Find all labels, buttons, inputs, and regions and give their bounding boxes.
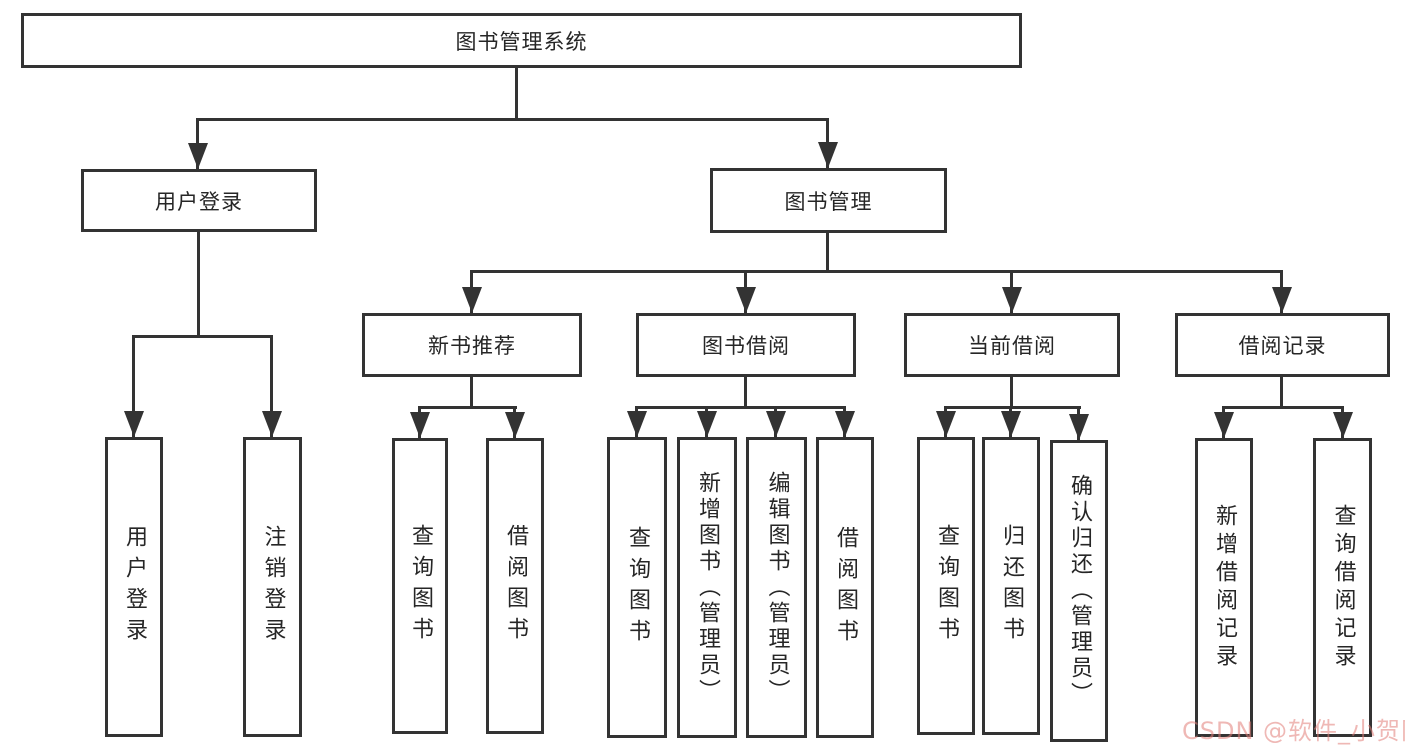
connector-arrow-line [270,335,273,437]
node-label: 借阅图书 [503,524,528,648]
leaf-add-book-admin: 新增图书（管理员） [677,437,737,738]
arrow-down-icon [627,411,647,437]
arrow-down-icon [835,411,855,437]
leaf-query-book-3: 查询图书 [917,437,975,735]
node-label: 图书借阅 [702,334,790,358]
arrow-down-icon [505,412,525,438]
connector-borrowrecord-bus [1222,406,1344,409]
connector-userlogin-drop [197,232,200,338]
node-label: 查询图书 [934,524,959,648]
node-current-borrow: 当前借阅 [904,313,1120,377]
node-label: 借阅记录 [1238,334,1327,358]
connector-arrow-line [132,335,135,437]
arrow-down-icon [410,412,430,438]
connector-level2-bus [197,118,829,121]
node-label: 图书管理系统 [455,29,588,54]
arrow-down-icon [697,411,717,437]
arrow-down-icon [1333,412,1353,438]
node-label: 用户登录 [122,525,147,649]
arrow-down-icon [766,411,786,437]
connector-newbook-bus [418,406,517,409]
node-label: 新书推荐 [428,334,516,358]
arrow-down-icon [124,411,144,437]
arrow-down-icon [736,287,756,313]
connector-bookborrow-bus [635,406,846,409]
node-label: 编辑图书（管理员） [764,470,790,705]
leaf-query-book-1: 查询图书 [392,438,448,734]
node-user-login: 用户登录 [81,169,317,232]
arrow-down-icon [818,142,838,168]
arrow-down-icon [1272,287,1292,313]
node-label: 注销登录 [260,525,286,649]
arrow-down-icon [262,411,282,437]
arrow-down-icon [1069,414,1089,440]
node-label: 新增图书（管理员） [695,470,720,705]
leaf-logout: 注销登录 [243,437,302,737]
node-label: 图书管理 [784,189,873,214]
connector-newbook-drop [470,377,473,408]
node-borrow-record: 借阅记录 [1175,313,1390,377]
leaf-add-borrow-record: 新增借阅记录 [1195,438,1253,737]
arrow-down-icon [188,143,208,169]
leaf-return-book: 归还图书 [982,437,1040,735]
leaf-borrow-book-1: 借阅图书 [486,438,544,734]
node-label: 新增借阅记录 [1212,503,1237,672]
connector-bookmgmt-drop [826,233,829,272]
csdn-watermark: CSDN @软件_小贺同学 [1182,717,1405,745]
node-label: 查询图书 [625,525,650,650]
connector-borrowrecord-drop [1280,377,1283,408]
arrow-down-icon [1002,287,1022,313]
node-label: 查询借阅记录 [1330,503,1356,672]
leaf-confirm-return-admin: 确认归还（管理员） [1050,440,1108,742]
node-label: 确认归还（管理员） [1067,474,1092,708]
leaf-user-login: 用户登录 [105,437,163,737]
arrow-down-icon [462,287,482,313]
leaf-query-book-2: 查询图书 [607,437,667,738]
node-label: 归还图书 [999,524,1024,648]
connector-root-drop [515,68,518,121]
leaf-borrow-book-2: 借阅图书 [816,437,874,738]
node-label: 查询图书 [408,524,433,648]
arrow-down-icon [1214,412,1234,438]
node-label: 借阅图书 [833,525,858,650]
leaf-edit-book-admin: 编辑图书（管理员） [746,437,807,738]
node-root: 图书管理系统 [21,13,1022,68]
node-label: 当前借阅 [968,334,1056,358]
node-label: 用户登录 [155,189,243,214]
node-book-borrow: 图书借阅 [636,313,856,377]
connector-level3-bus [470,270,1283,273]
arrow-down-icon [936,411,956,437]
connector-bookborrow-drop [744,377,747,408]
connector-userlogin-bus [132,335,273,338]
connector-currentborrow-drop [1010,377,1013,408]
node-book-management: 图书管理 [710,168,947,233]
connector-currentborrow-bus [944,406,1081,409]
node-new-book-recommend: 新书推荐 [362,313,582,377]
leaf-query-borrow-record: 查询借阅记录 [1313,438,1372,737]
arrow-down-icon [1001,411,1021,437]
